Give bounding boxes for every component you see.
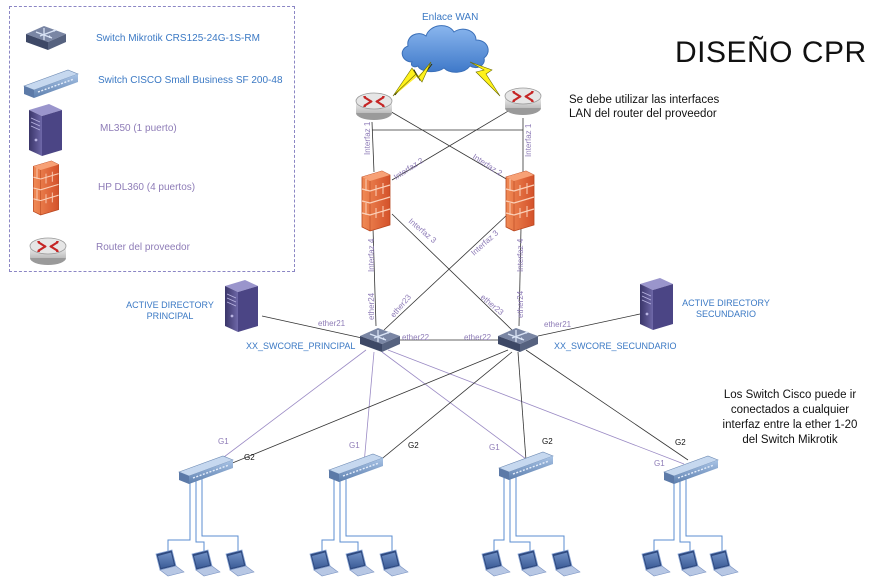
- note-cisco-line-4: del Switch Mikrotik: [742, 434, 838, 446]
- label-interfaz3-left: Interfaz 3: [407, 217, 439, 246]
- firewall-left-icon: [361, 170, 391, 232]
- label-g2-sw1: G2: [244, 453, 255, 462]
- label-ether24-right: ether24: [516, 290, 525, 318]
- label-interfaz2-left: Interfaz 2: [392, 156, 425, 182]
- label-g2-sw3: G2: [542, 437, 553, 446]
- label-ether21-left: ether21: [318, 319, 346, 328]
- access-switch-1-icon: [178, 455, 234, 485]
- legend-mikrotik-label: Switch Mikrotik CRS125-24G-1S-RM: [96, 33, 260, 44]
- laptop-icon: [191, 549, 221, 577]
- legend-cisco-label: Switch CISCO Small Business SF 200-48: [98, 75, 283, 86]
- label-ether23-right: ether23: [479, 293, 506, 318]
- core-switch-secundario-icon: [497, 327, 539, 353]
- laptop-icon: [309, 549, 339, 577]
- wan-label: Enlace WAN: [422, 12, 479, 23]
- router-right-icon: [503, 86, 543, 117]
- legend-box: [9, 6, 295, 272]
- core-principal-label: XX_SWCORE_PRINCIPAL: [246, 341, 356, 351]
- ad-secundario-line-1: ACTIVE DIRECTORY: [682, 298, 770, 308]
- note-lan-line-2: LAN del router del proveedor: [569, 108, 717, 120]
- label-interfaz4-right: Interfaz 4: [516, 238, 525, 272]
- note-cisco: Los Switch Cisco puede ir conectados a c…: [720, 388, 860, 448]
- laptops-group-3: [481, 549, 581, 577]
- laptop-icon: [551, 549, 581, 577]
- server-ad-principal-icon: [224, 279, 259, 333]
- label-g1-sw4: G1: [654, 459, 665, 468]
- laptop-icon: [641, 549, 671, 577]
- label-interfaz2-right: Interfaz 2: [471, 152, 504, 178]
- access-switch-2-icon: [328, 453, 384, 483]
- laptop-icon: [481, 549, 511, 577]
- label-ether22-left: ether22: [402, 333, 430, 342]
- note-lan-line-1: Se debe utilizar las interfaces: [569, 94, 720, 106]
- label-ether21-right: ether21: [544, 320, 572, 329]
- legend-dl360-label: HP DL360 (4 puertos): [98, 182, 196, 193]
- ad-principal-label: ACTIVE DIRECTORY PRINCIPAL: [120, 300, 220, 322]
- laptop-icon: [677, 549, 707, 577]
- ad-secundario-label: ACTIVE DIRECTORY SECUNDARIO: [676, 298, 776, 320]
- laptop-icon: [709, 549, 739, 577]
- laptop-icon: [155, 549, 185, 577]
- laptops-group-1: [155, 549, 255, 577]
- router-left-icon: [354, 91, 394, 122]
- note-cisco-line-3: interfaz entre la ether 1-20: [722, 419, 858, 431]
- laptop-icon: [345, 549, 375, 577]
- laptops-group-4: [641, 549, 739, 577]
- label-interfaz3-right: Interfaz 3: [469, 228, 500, 257]
- label-ether24-left: ether24: [367, 292, 376, 320]
- label-ether22-right: ether22: [464, 333, 492, 342]
- label-interfaz1-left: Interfaz 1: [363, 121, 372, 155]
- ad-principal-line-2: PRINCIPAL: [146, 311, 194, 321]
- note-cisco-line-1: Los Switch Cisco puede ir: [723, 389, 857, 401]
- label-interfaz4-left: Interfaz 4: [367, 238, 376, 272]
- laptops-group-2: [309, 549, 409, 577]
- laptop-icon: [379, 549, 409, 577]
- wan-cloud-icon: [392, 25, 501, 97]
- label-g1-sw3: G1: [489, 443, 500, 452]
- legend-router-label: Router del proveedor: [96, 242, 190, 253]
- server-ad-secundario-icon: [639, 277, 674, 331]
- core-switch-principal-icon: [359, 327, 401, 353]
- label-g2-sw4: G2: [675, 438, 686, 447]
- firewall-right-icon: [505, 170, 535, 232]
- page-title: DISEÑO CPR: [675, 36, 867, 69]
- laptop-icon: [517, 549, 547, 577]
- label-g1-sw1: G1: [218, 437, 229, 446]
- label-g1-sw2: G1: [349, 441, 360, 450]
- legend-ml350-label: ML350 (1 puerto): [100, 123, 177, 134]
- core-secundario-label: XX_SWCORE_SECUNDARIO: [554, 341, 677, 351]
- note-cisco-line-2: conectados a cualquier: [730, 404, 850, 416]
- ad-principal-line-1: ACTIVE DIRECTORY: [126, 300, 214, 310]
- access-switch-4-icon: [663, 455, 719, 485]
- label-g2-sw2: G2: [408, 441, 419, 450]
- label-interfaz1-right: Interfaz 1: [524, 123, 533, 157]
- note-lan: Se debe utilizar las interfaces LAN del …: [569, 93, 719, 121]
- ad-secundario-line-2: SECUNDARIO: [695, 309, 756, 319]
- laptop-icon: [225, 549, 255, 577]
